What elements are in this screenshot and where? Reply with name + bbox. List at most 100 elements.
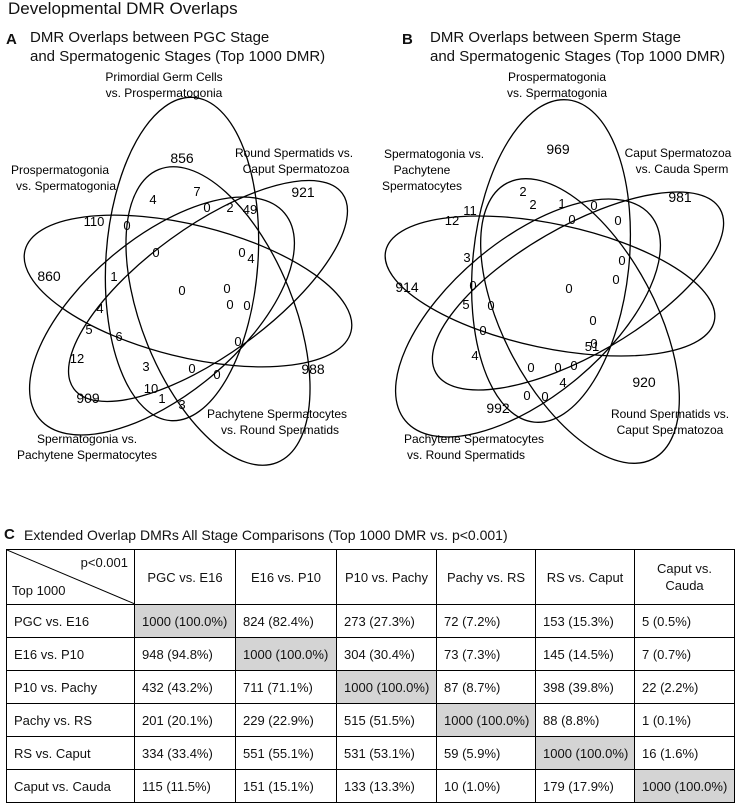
- table-cell: 432 (43.2%): [134, 670, 236, 704]
- venn-a-ellipse-prospermatogonia: [23, 214, 353, 368]
- venn-b-count-29: 0: [541, 389, 548, 404]
- venn-diagram-b: Prospermatogonia vs. Spermatogonia Sperm…: [382, 70, 732, 464]
- venn-diagram-a: Primordial Germ Cells vs. Prospermatogon…: [11, 70, 353, 466]
- table-corner-cell: p<0.001 Top 1000: [6, 549, 135, 605]
- table-cell: 179 (17.9%): [535, 769, 635, 803]
- venn-a-label-left-2: vs. Spermatogonia: [16, 179, 116, 193]
- column-header: PGC vs. E16: [134, 549, 236, 605]
- panel-b-title-line2: and Spermatogenic Stages (Top 1000 DMR): [430, 48, 726, 65]
- venn-a-label-right-1: Round Spermatids vs.: [235, 146, 353, 160]
- panel-b-title: DMR Overlaps between Sperm Stage and Spe…: [430, 28, 725, 66]
- venn-a-count-0: 856: [170, 150, 194, 166]
- venn-b-count-27: 51: [585, 339, 599, 354]
- table-cell: 551 (55.1%): [235, 736, 337, 770]
- venn-b-count-18: 5: [462, 297, 469, 312]
- table-cell-diagonal: 1000 (100.0%): [336, 670, 437, 704]
- venn-b-label-bottom-left-1: Pachytene Spermatocytes: [404, 432, 544, 446]
- panel-a-letter: A: [6, 31, 17, 48]
- table-cell: 7 (0.7%): [634, 637, 735, 671]
- table-cell: 948 (94.8%): [134, 637, 236, 671]
- venn-a-count-6: 4: [149, 192, 156, 207]
- table-cell: 1 (0.1%): [634, 703, 735, 737]
- row-header: E16 vs. P10: [6, 637, 135, 671]
- venn-a-count-18: 0: [223, 281, 230, 296]
- venn-a-label-top-1: Primordial Germ Cells: [105, 70, 222, 84]
- venn-b-count-25: 0: [554, 360, 561, 375]
- table-cell-diagonal: 1000 (100.0%): [436, 703, 536, 737]
- table-cell: 72 (7.2%): [436, 604, 536, 638]
- venn-a-ellipse-pgc: [104, 96, 260, 422]
- venn-a-count-8: 110: [84, 214, 105, 229]
- venn-a-count-19: 0: [226, 297, 233, 312]
- venn-a-count-22: 0: [243, 298, 250, 313]
- row-header: RS vs. Caput: [6, 736, 135, 770]
- venn-b-ellipse-prospermatogonia: [470, 99, 632, 423]
- corner-label-pvalue: p<0.001: [80, 555, 128, 570]
- venn-b-count-21: 0: [589, 313, 596, 328]
- venn-b-count-8: 12: [445, 213, 459, 228]
- venn-b-count-13: 0: [614, 213, 621, 228]
- table-cell: 145 (14.5%): [535, 637, 635, 671]
- venn-b-count-15: 0: [469, 278, 476, 293]
- table-cell: 73 (7.3%): [436, 637, 536, 671]
- venn-a-count-28: 10: [144, 381, 158, 396]
- venn-b-count-4: 920: [632, 374, 656, 390]
- row-header: PGC vs. E16: [6, 604, 135, 638]
- table-cell: 16 (1.6%): [634, 736, 735, 770]
- venn-b-label-right-2: vs. Cauda Sperm: [636, 162, 729, 176]
- venn-a-count-5: 0: [178, 283, 185, 298]
- corner-diagonal-line: [7, 550, 135, 604]
- venn-a-count-10: 0: [203, 200, 210, 215]
- row-header: Pachy vs. RS: [6, 703, 135, 737]
- venn-b-label-left-3: Spermatocytes: [382, 179, 462, 193]
- venn-a-count-24: 12: [70, 351, 84, 366]
- table-cell: 531 (53.1%): [336, 736, 437, 770]
- venn-b-count-10: 2: [529, 197, 536, 212]
- table-cell: 304 (30.4%): [336, 637, 437, 671]
- venn-b-count-1: 914: [395, 279, 419, 295]
- table-cell: 201 (20.1%): [134, 703, 236, 737]
- venn-a-count-9: 0: [123, 218, 130, 233]
- venn-a-ellipse-spermatogonia: [28, 196, 296, 436]
- table-cell: 22 (2.2%): [634, 670, 735, 704]
- venn-b-label-bottom-right-2: Caput Spermatozoa: [617, 423, 724, 437]
- table-cell-diagonal: 1000 (100.0%): [134, 604, 236, 638]
- venn-b-count-22: 0: [590, 336, 597, 351]
- table-cell: 273 (27.3%): [336, 604, 437, 638]
- column-header: E16 vs. P10: [235, 549, 337, 605]
- venn-b-count-30: 4: [559, 375, 566, 390]
- column-header: Pachy vs. RS: [436, 549, 536, 605]
- venn-a-label-left-1: Prospermatogonia: [11, 163, 109, 177]
- venn-b-count-3: 992: [486, 400, 510, 416]
- venn-b-count-5: 0: [565, 281, 572, 296]
- venn-b-count-20: 0: [479, 323, 486, 338]
- venn-b-label-top-1: Prospermatogonia: [508, 70, 606, 84]
- venn-a-count-11: 2: [226, 200, 233, 215]
- page-title: Developmental DMR Overlaps: [8, 0, 238, 18]
- venn-b-label-left-2: Pachytene: [394, 163, 451, 177]
- panel-b-letter: B: [402, 31, 413, 48]
- venn-a-count-14: 1: [110, 269, 117, 284]
- venn-a-count-2: 921: [291, 184, 315, 200]
- venn-b-count-24: 0: [527, 360, 534, 375]
- venn-a-count-26: 0: [188, 361, 195, 376]
- panel-a-title-line2: and Spermatogenic Stages (Top 1000 DMR): [30, 48, 326, 65]
- venn-a-count-23: 0: [234, 334, 241, 349]
- venn-b-label-bottom-right-1: Round Spermatids vs.: [611, 407, 729, 421]
- venn-b-count-26: 0: [570, 358, 577, 373]
- table-cell: 133 (13.3%): [336, 769, 437, 803]
- table-cell-diagonal: 1000 (100.0%): [634, 769, 735, 803]
- venn-a-ellipse-pachytene: [125, 166, 311, 466]
- venn-a-label-top-2: vs. Prospermatogonia: [106, 86, 223, 100]
- column-header: Caput vs. Cauda: [634, 549, 735, 605]
- venn-a-count-30: 3: [178, 397, 185, 412]
- venn-a-label-bottom-right-2: vs. Round Spermatids: [221, 423, 339, 437]
- table-cell: 115 (11.5%): [134, 769, 236, 803]
- table-cell: 824 (82.4%): [235, 604, 337, 638]
- venn-a-count-13: 0: [152, 245, 159, 260]
